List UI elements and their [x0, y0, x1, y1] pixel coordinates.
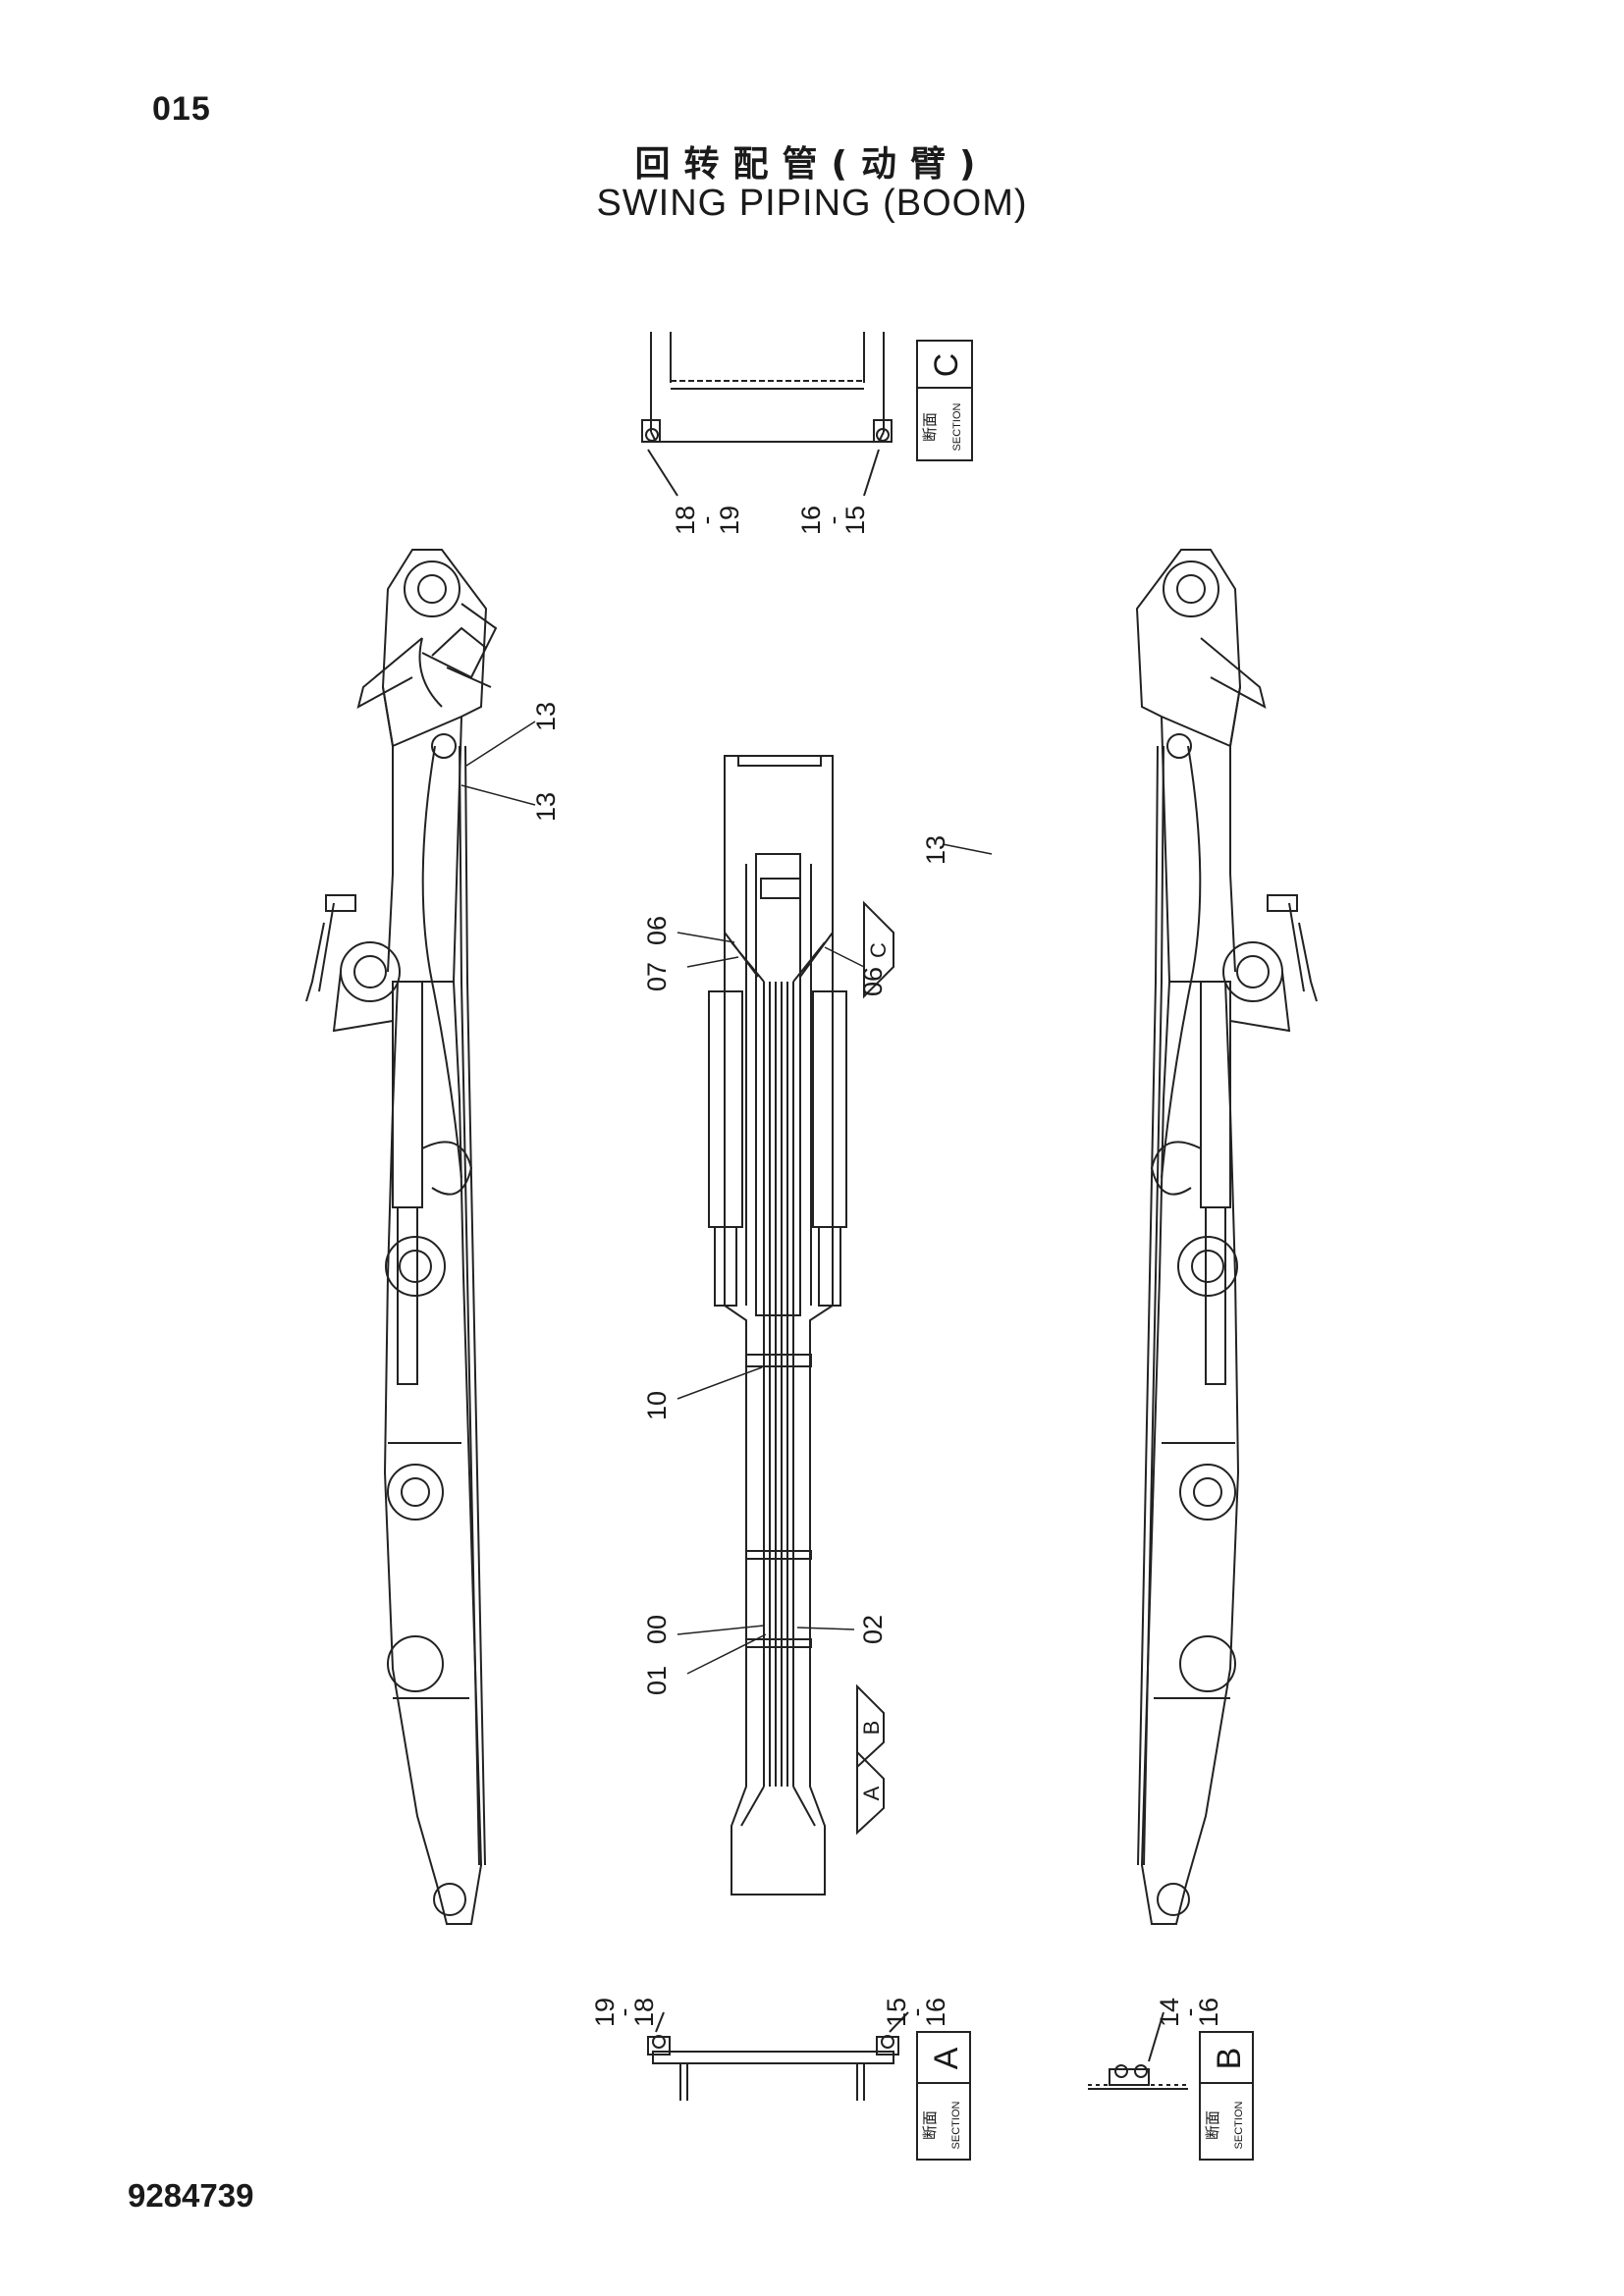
callout-c-right-bottom: 15 [840, 506, 870, 535]
callout-center-00: 00 [642, 1615, 672, 1644]
callout-a-right-sep: - [901, 2008, 931, 2017]
title-chinese: 回转配管(动臂) [634, 144, 990, 185]
callout-a-right-top: 15 [882, 1998, 911, 2027]
callout-left-13-lower: 13 [531, 792, 561, 822]
callout-c-right-sep: - [818, 516, 847, 525]
boom-side-view-left [305, 549, 498, 1925]
section-a-view [647, 2011, 909, 2101]
callout-a-left-top: 19 [590, 1998, 620, 2027]
section-a-box [916, 2031, 971, 2161]
boom-side-view-right [1135, 549, 1318, 1925]
view-arrow-c [863, 900, 894, 999]
section-b-view [1088, 2011, 1188, 2090]
callout-b-bottom: 16 [1194, 1998, 1223, 2027]
view-arrow-a [856, 1749, 885, 1836]
callout-center-02: 02 [858, 1615, 888, 1644]
page-number: 015 [152, 90, 211, 128]
callout-center-10: 10 [642, 1391, 672, 1420]
callout-b-top: 14 [1155, 1998, 1184, 2027]
view-arrow-b-letter: B [859, 1721, 884, 1735]
callout-leaders [460, 721, 993, 1675]
callout-left-13-upper: 13 [531, 702, 561, 731]
title-english: SWING PIPING (BOOM) [596, 183, 1028, 224]
callout-b-sep: - [1174, 2008, 1204, 2017]
section-a-cn-label: 断面 [922, 2110, 939, 2140]
callout-a-left-bottom: 18 [629, 1998, 659, 2027]
callout-c-left-top: 18 [671, 506, 700, 535]
section-b-box [1199, 2031, 1254, 2161]
section-c-letter: C [928, 353, 965, 378]
section-b-letter: B [1211, 2048, 1248, 2070]
callout-center-07: 07 [642, 962, 672, 991]
document-number: 9284739 [128, 2177, 254, 2214]
callout-center-01: 01 [642, 1666, 672, 1695]
view-arrow-c-letter: C [866, 942, 891, 958]
callout-right-13: 13 [921, 835, 950, 865]
callout-c-left-bottom: 19 [715, 506, 744, 535]
section-a-en-label: SECTION [950, 2102, 962, 2150]
view-arrow-a-letter: A [859, 1786, 884, 1800]
section-a-letter: A [928, 2047, 965, 2069]
boom-top-view-center [708, 755, 847, 1896]
section-b-cn-label: 断面 [1205, 2110, 1221, 2140]
callout-center-06-right: 06 [858, 967, 888, 996]
callout-c-left-sep: - [691, 516, 721, 525]
section-c-view [641, 332, 893, 497]
section-c-cn-label: 断面 [922, 412, 939, 442]
callout-center-06-left: 06 [642, 916, 672, 945]
section-b-en-label: SECTION [1233, 2102, 1245, 2150]
callout-c-right-top: 16 [796, 506, 826, 535]
section-c-box [916, 340, 973, 461]
callout-a-left-sep: - [609, 2008, 638, 2017]
section-c-en-label: SECTION [951, 403, 963, 452]
callout-a-right-bottom: 16 [921, 1998, 950, 2027]
